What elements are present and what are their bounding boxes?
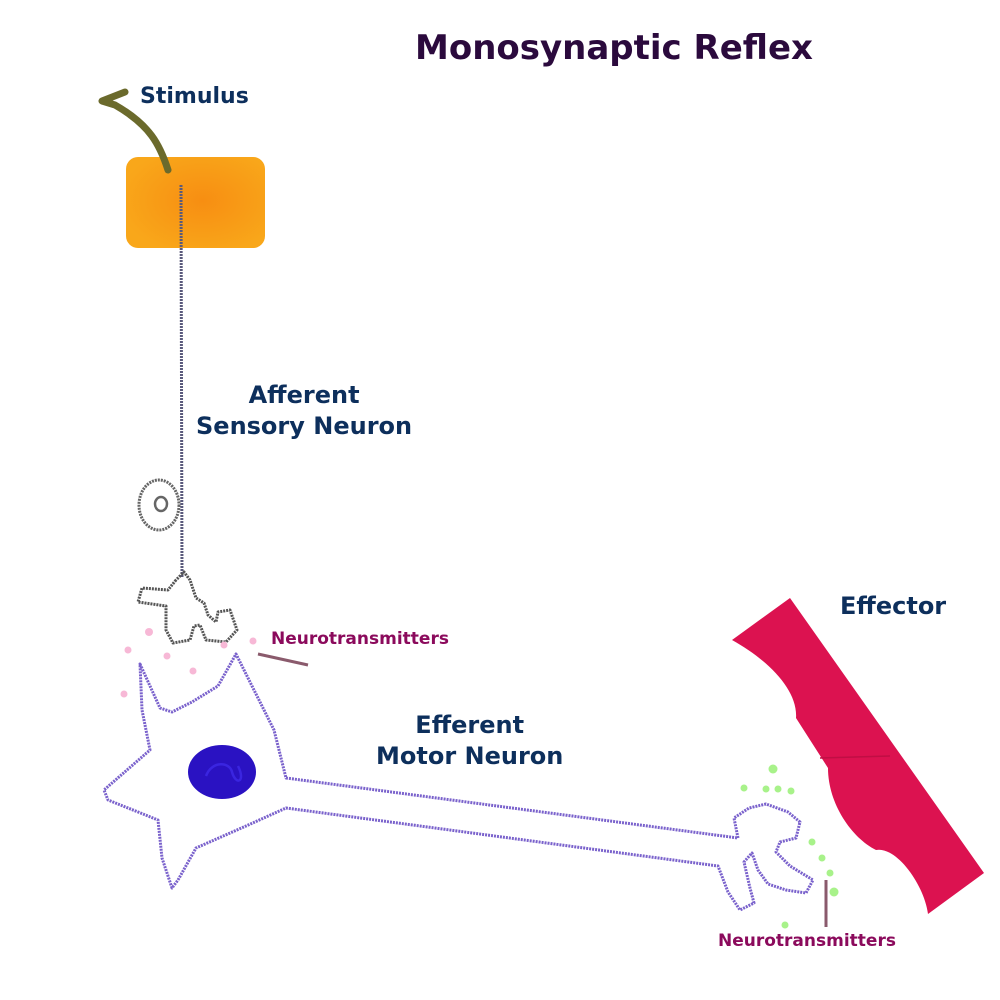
- sensory-axon: [179, 184, 184, 579]
- motor-neuron: [102, 652, 815, 912]
- sensory-axon-terminal: [136, 570, 239, 645]
- sensory-cell-body: [137, 478, 181, 532]
- effector-label: Effector: [840, 592, 947, 620]
- effector-muscle: [732, 598, 984, 914]
- stimulus-label: Stimulus: [140, 84, 249, 109]
- afferent-label-line-2: Sensory Neuron: [196, 412, 413, 440]
- sensory-receptor: [126, 157, 265, 248]
- afferent-neuron-label: Afferent Sensory Neuron: [196, 380, 412, 442]
- effector-fiber: [819, 755, 891, 759]
- neurotransmitter-vesicles-green: [740, 764, 839, 929]
- motor-neuron-nucleus: [188, 745, 256, 799]
- afferent-label-line-1: Afferent: [248, 381, 360, 409]
- neurotransmitters-label-top: Neurotransmitters: [271, 629, 449, 649]
- neurotransmitter-pointer-top: [257, 652, 309, 667]
- efferent-label-line-2: Motor Neuron: [376, 742, 564, 770]
- efferent-label-line-1: Efferent: [415, 711, 525, 739]
- neurotransmitter-vesicles-pink: [120, 628, 257, 698]
- stimulus-arrow: [98, 88, 172, 174]
- neurotransmitters-label-bottom: Neurotransmitters: [718, 931, 896, 951]
- nucleus-detail: [204, 763, 243, 782]
- diagram-title: Monosynaptic Reflex: [415, 28, 813, 68]
- efferent-neuron-label: Efferent Motor Neuron: [376, 710, 563, 772]
